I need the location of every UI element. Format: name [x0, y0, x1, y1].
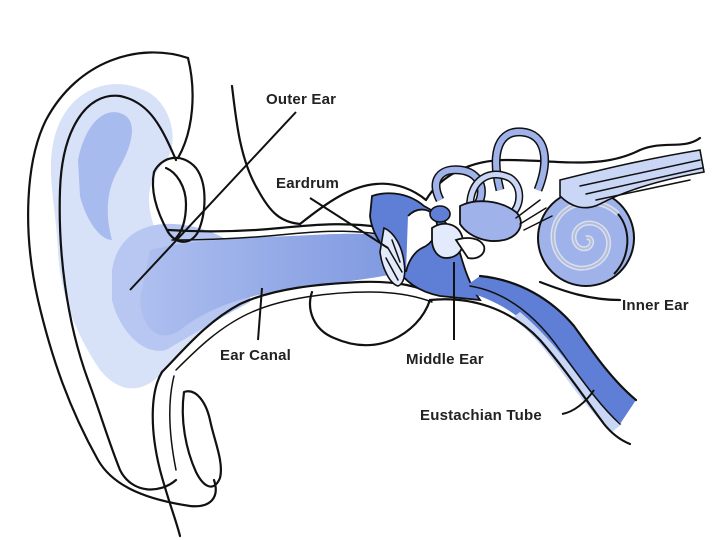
label-ear-canal: Ear Canal	[220, 347, 291, 364]
eustachian-tube-fill	[460, 276, 636, 424]
skull-upper-contour	[298, 136, 702, 226]
eustachian-tube-group	[428, 274, 638, 446]
antihelix-outline	[58, 94, 178, 491]
eustachian-tube-leader	[561, 389, 595, 415]
eustachian-tube-lower-wall	[428, 298, 632, 446]
incus	[431, 222, 464, 259]
middle-ear-group	[369, 192, 486, 302]
helix-outline	[27, 51, 217, 508]
ear-canal-leader	[257, 287, 263, 341]
auditory-nerve-fibers	[579, 159, 703, 201]
eardrum-leader	[309, 197, 389, 249]
head-contour-upper	[176, 56, 194, 160]
cochlea-spiral-light	[550, 200, 620, 271]
eardrum-membrane	[379, 226, 406, 287]
inner-ear-group	[431, 127, 705, 287]
semicircular-canal-1-fill	[433, 166, 485, 206]
semicircular-canal-3-fill	[467, 172, 522, 216]
eardrum-rays	[385, 239, 403, 281]
lower-contour	[151, 370, 182, 538]
nerve-branches	[515, 199, 553, 231]
ear-canal-fill	[140, 233, 402, 336]
helix-inner-fill	[78, 112, 132, 240]
lobe-outline	[181, 390, 222, 488]
semicircular-canal-2-fill	[493, 128, 548, 192]
eustachian-tube-mid-wall	[469, 285, 621, 425]
ear-canal-lower-wall-2	[175, 291, 433, 371]
inner-ear-lower-contour	[538, 280, 622, 302]
lower-contour-2	[169, 375, 177, 471]
label-eustachian-tube: Eustachian Tube	[420, 407, 542, 424]
stapes	[454, 237, 486, 260]
label-middle-ear: Middle Ear	[406, 351, 484, 368]
label-eardrum: Eardrum	[276, 175, 339, 192]
label-outer-ear: Outer Ear	[266, 91, 336, 108]
auditory-nerve	[559, 149, 705, 209]
eustachian-tube-upper-wall	[478, 274, 638, 402]
outer-ear-leader	[129, 111, 297, 291]
label-inner-ear: Inner Ear	[622, 297, 689, 314]
head-contour-mid	[230, 84, 302, 226]
ear-canal-upper-wall	[166, 223, 388, 233]
leader-lines	[129, 111, 595, 415]
vestibule	[459, 200, 522, 242]
ossicle-joint	[429, 205, 451, 223]
mastoid-contour	[308, 290, 432, 347]
ear-canal-group	[140, 223, 433, 538]
